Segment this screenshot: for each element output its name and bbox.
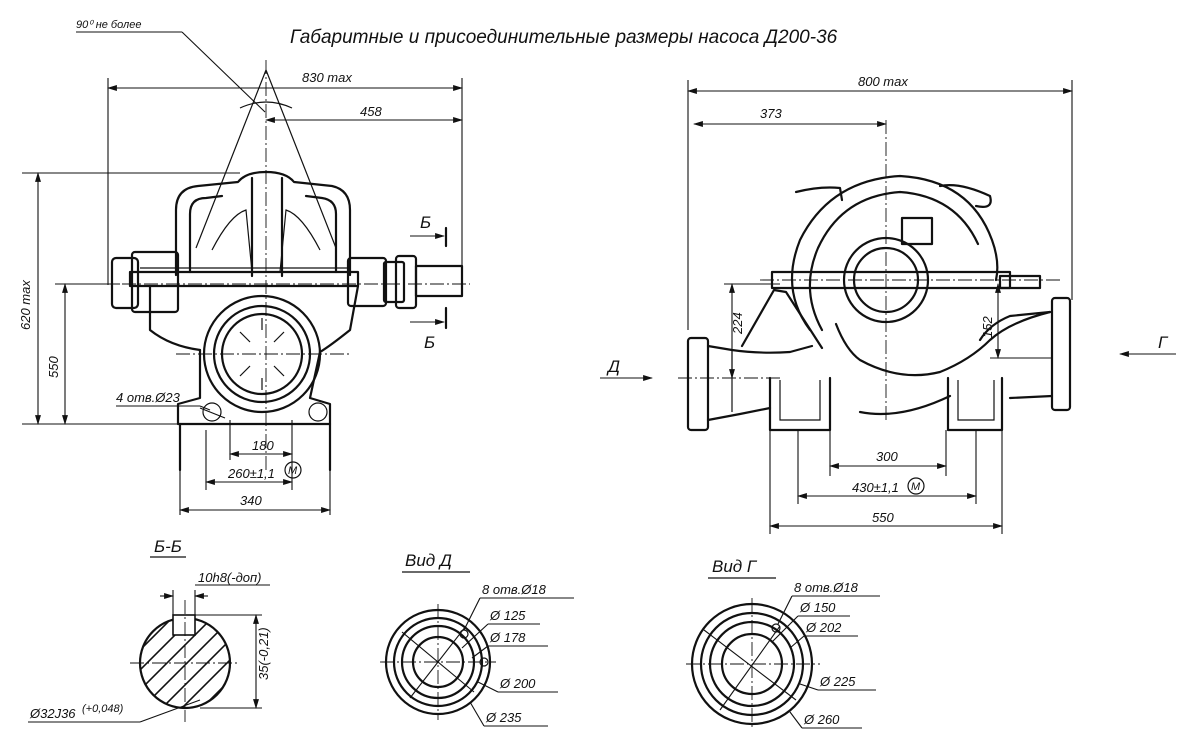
label-shaft-dia: Ø32J36 — [29, 706, 76, 721]
label-550-vert: 550 — [46, 356, 61, 378]
m-symbol-side — [907, 477, 925, 495]
cone-left — [195, 69, 267, 249]
view-arrow-label-g: Г — [1158, 333, 1169, 352]
label-830: 830 max — [302, 70, 352, 85]
label-550-side: 550 — [872, 510, 894, 525]
label-180: 180 — [252, 438, 274, 453]
label-340: 340 — [240, 493, 262, 508]
detail-view-d: Вид Д 8 отв.Ø18 Ø 125 Ø 178 Ø 200 Ø 235 — [380, 551, 574, 727]
label-key-depth: 35(-0,21) — [256, 627, 271, 680]
view-arrow-label-d: Д — [606, 357, 620, 376]
label-g-260: Ø 260 — [803, 712, 840, 727]
section-label-bottom: Б — [424, 333, 435, 352]
front-body — [110, 170, 464, 472]
section-label-top: Б — [420, 213, 431, 232]
key-slot — [172, 614, 196, 636]
label-d-holes: 8 отв.Ø18 — [482, 582, 547, 597]
m-label-side: М — [911, 481, 921, 493]
cone-right — [265, 69, 337, 249]
m-symbol-front — [284, 461, 302, 479]
label-g-150: Ø 150 — [799, 600, 836, 615]
label-260: 260±1,1 — [227, 466, 275, 481]
label-430: 430±1,1 — [852, 480, 899, 495]
label-g-202: Ø 202 — [805, 620, 842, 635]
label-373: 373 — [760, 106, 782, 121]
label-620: 620 max — [18, 280, 33, 330]
angle-note: 90⁰ не более — [76, 19, 141, 31]
detail-bb-title: Б-Б — [154, 537, 182, 556]
label-key-width: 10h8(-доп) — [198, 570, 261, 585]
label-holes: 4 отв.Ø23 — [116, 390, 181, 405]
detail-shaft-section: Б-Б 10h8(-доп) 35(-0,21) Ø32J36 — [28, 537, 271, 723]
label-d-178: Ø 178 — [489, 630, 526, 645]
label-d-235: Ø 235 — [485, 710, 522, 725]
detail-d-title: Вид Д — [405, 551, 452, 570]
label-shaft-tol: (+0,048) — [82, 703, 124, 715]
label-300: 300 — [876, 449, 898, 464]
drawing-title: Габаритные и присоединительные размеры н… — [290, 27, 838, 48]
label-g-holes: 8 отв.Ø18 — [794, 580, 859, 595]
label-800: 800 max — [858, 74, 908, 89]
side-body — [686, 174, 1072, 432]
angle-leader-2 — [181, 31, 266, 113]
label-d-200: Ø 200 — [499, 676, 536, 691]
label-458: 458 — [360, 104, 382, 119]
detail-view-g: Вид Г 8 отв.Ø18 Ø 150 Ø 202 Ø 225 Ø 260 — [686, 557, 880, 730]
side-view: 800 max 373 — [600, 74, 1176, 534]
label-224: 224 — [730, 312, 745, 335]
label-152: 152 — [980, 316, 995, 338]
label-g-225: Ø 225 — [819, 674, 856, 689]
detail-g-title: Вид Г — [712, 557, 758, 576]
label-d-125: Ø 125 — [489, 608, 526, 623]
angle-arc — [239, 101, 293, 109]
m-label-front: М — [288, 465, 298, 477]
front-view: 90⁰ не более 830 max 458 620 max 550 — [18, 19, 470, 515]
